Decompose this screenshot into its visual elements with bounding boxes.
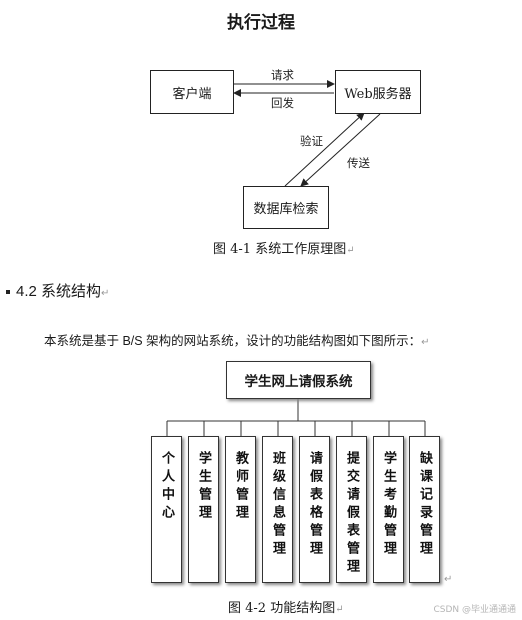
return-mark: ↵ — [444, 574, 453, 585]
module-label: 学生考勤管理 — [381, 451, 396, 559]
body-paragraph: 本系统是基于 B/S 架构的网站系统，设计的功能结构图如下图所示：↵ — [44, 330, 430, 349]
module-box: 教师管理 — [225, 436, 256, 583]
module-label: 班级信息管理 — [270, 451, 285, 559]
transfer-label: 传送 — [347, 156, 370, 170]
module-box: 提交请假表管理 — [336, 436, 367, 583]
bullet-icon — [6, 290, 10, 295]
paragraph-text: 本系统是基于 B/S 架构的网站系统，设计的功能结构图如下图所示： — [44, 334, 422, 348]
figure1-caption-text: 图 4-1 系统工作原理图 — [213, 242, 347, 257]
transfer-arrow — [300, 113, 381, 187]
server-box: Web服务器 — [335, 70, 421, 114]
client-label: 客户端 — [172, 86, 212, 102]
module-box: 学生考勤管理 — [373, 436, 404, 583]
return-mark: ↵ — [101, 288, 110, 299]
system-root-label: 学生网上请假系统 — [244, 374, 353, 390]
db-box: 数据库检索 — [243, 186, 329, 229]
return-mark: ↵ — [346, 245, 355, 256]
request-label: 请求 — [271, 68, 294, 82]
module-box: 个人中心 — [151, 436, 182, 583]
flow-diagram — [233, 80, 381, 187]
figure1-caption: 图 4-1 系统工作原理图↵ — [213, 238, 355, 257]
module-box: 缺课记录管理 — [409, 436, 440, 583]
figure2-caption-text: 图 4-2 功能结构图 — [228, 601, 336, 616]
verify-arrow — [284, 112, 365, 187]
return-mark: ↵ — [421, 337, 430, 348]
module-box: 请假表格管理 — [299, 436, 330, 583]
client-box: 客户端 — [150, 70, 234, 114]
module-box: 班级信息管理 — [262, 436, 293, 583]
figure2-caption: 图 4-2 功能结构图↵ — [228, 597, 344, 616]
watermark: CSDN @毕业通通通 — [433, 605, 516, 615]
module-label: 请假表格管理 — [307, 451, 322, 559]
module-box: 学生管理 — [188, 436, 219, 583]
section-heading-text: 4.2 系统结构 — [16, 283, 102, 300]
verify-label: 验证 — [300, 134, 323, 148]
section-heading: 4.2 系统结构↵ — [6, 280, 109, 301]
db-label: 数据库检索 — [253, 202, 319, 217]
module-label: 个人中心 — [159, 451, 174, 523]
module-label: 学生管理 — [196, 451, 211, 523]
module-label: 提交请假表管理 — [344, 451, 359, 577]
module-label: 教师管理 — [233, 451, 248, 523]
server-label: Web服务器 — [344, 86, 412, 102]
system-root-box: 学生网上请假系统 — [226, 361, 371, 399]
return-mark: ↵ — [335, 604, 344, 615]
response-label: 回发 — [271, 96, 294, 110]
module-label: 缺课记录管理 — [417, 451, 432, 559]
page-title: 执行过程 — [227, 13, 295, 33]
